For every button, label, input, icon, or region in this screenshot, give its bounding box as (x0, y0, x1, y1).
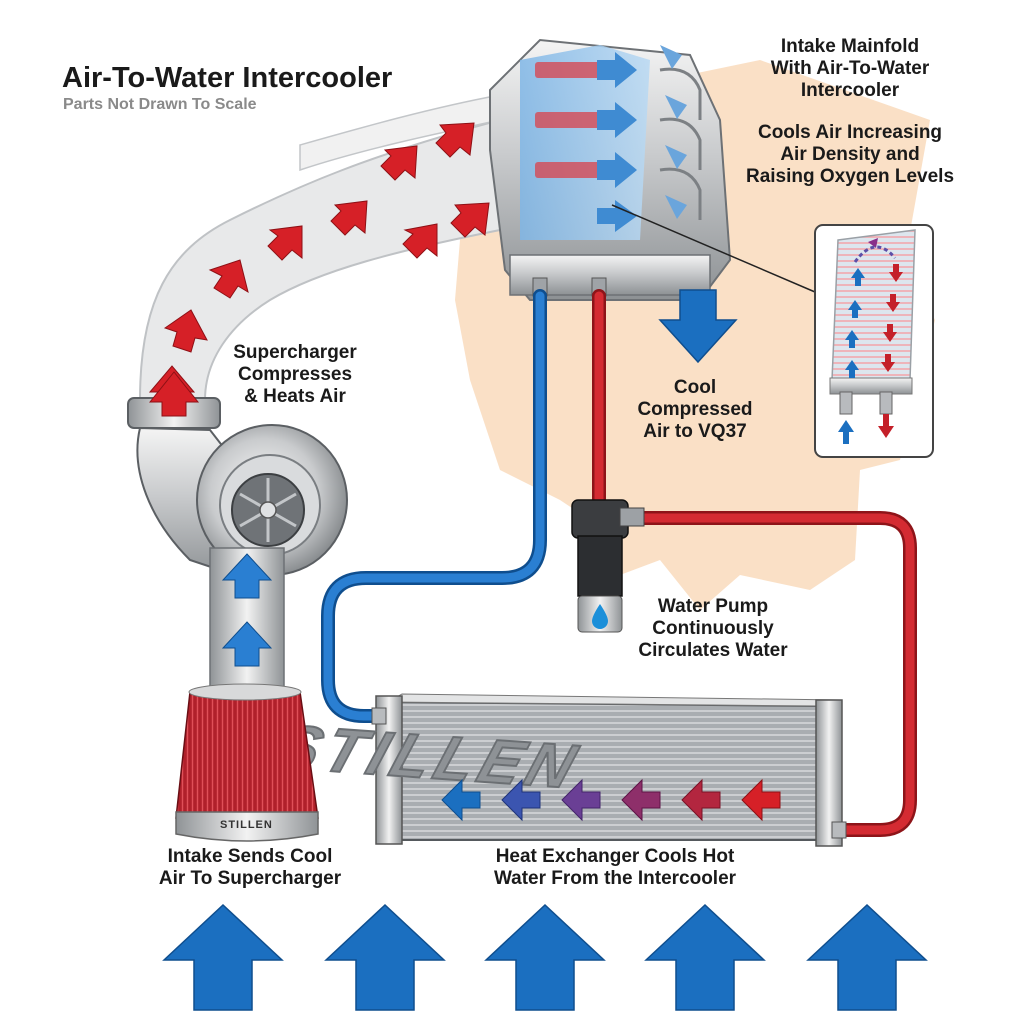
intake-air-arrow (221, 621, 273, 667)
filter-logo: STILLEN (220, 819, 273, 831)
water-flow-arrow (561, 778, 601, 822)
water-flow-arrow (621, 778, 661, 822)
hot-air-arrow (163, 309, 208, 353)
ambient-air-arrow (644, 903, 766, 1011)
diagram-subtitle: Parts Not Drawn To Scale (63, 96, 257, 113)
label-cool-compressed-air: Cool Compressed Air to VQ37 (637, 377, 753, 442)
diagram-title: Air-To-Water Intercooler (62, 62, 393, 94)
hot-air-arrow (267, 225, 303, 261)
coolant-lines (321, 289, 917, 837)
label-intake: Intake Sends Cool Air To Supercharger (158, 846, 342, 889)
hot-air-arrow (330, 200, 368, 236)
supercharger-outlet-arrow (148, 371, 200, 417)
hot-air-arrow (402, 223, 438, 259)
hot-air-arrow (380, 145, 418, 181)
label-intake-manifold: Intake Mainfold With Air-To-Water Interc… (770, 36, 930, 101)
ambient-air-arrows (162, 903, 928, 1011)
water-flow-arrow (441, 778, 481, 822)
cool-air-down-arrow (658, 289, 738, 364)
intake-manifold (489, 38, 732, 301)
air-filter (175, 683, 319, 842)
hot-air-arrow (450, 202, 490, 238)
water-flow-arrow (501, 778, 541, 822)
water-flow-arrows (441, 778, 781, 822)
charge-air-pipe (138, 118, 501, 401)
label-cools-air: Cools Air Increasing Air Density and Rai… (745, 122, 955, 187)
label-water-pump: Water Pump Continuously Circulates Water (638, 596, 788, 661)
ambient-air-arrow (806, 903, 928, 1011)
intake-air-arrows (221, 553, 273, 667)
label-heat-exchanger: Heat Exchanger Cools Hot Water From the … (493, 846, 737, 889)
ambient-air-arrow (484, 903, 606, 1011)
label-supercharger: Supercharger Compresses & Heats Air (233, 342, 357, 407)
water-drop-icon (592, 604, 608, 629)
hot-air-arrow (435, 122, 475, 158)
detail-leader-line (611, 204, 816, 293)
intercooler-detail-inset (814, 224, 934, 458)
intercooler-core (520, 45, 650, 240)
intake-air-arrow (221, 553, 273, 599)
water-flow-arrow (681, 778, 721, 822)
ambient-air-arrow (324, 903, 446, 1011)
water-flow-arrow (741, 778, 781, 822)
water-pump (571, 499, 645, 633)
hot-air-arrows (148, 122, 490, 407)
ambient-air-arrow (162, 903, 284, 1011)
hot-air-arrow (208, 259, 249, 299)
